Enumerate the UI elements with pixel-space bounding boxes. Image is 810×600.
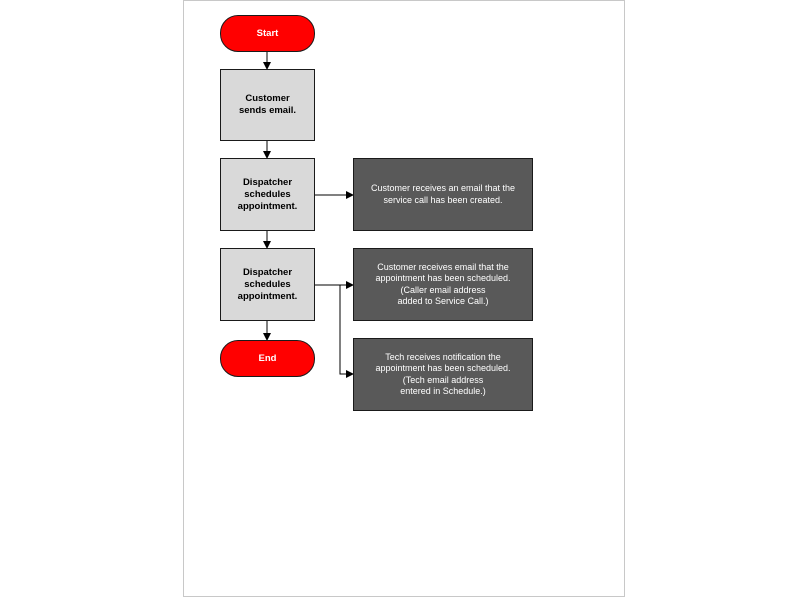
note-label: Tech receives notification the appointme… bbox=[375, 351, 511, 397]
start-label: Start bbox=[256, 27, 279, 39]
process-dispatcher-schedules-1: Dispatcher schedules appointment. bbox=[220, 158, 315, 231]
process-dispatcher-schedules-2: Dispatcher schedules appointment. bbox=[220, 248, 315, 321]
end-terminator: End bbox=[220, 340, 315, 377]
process-label: Customer sends email. bbox=[238, 93, 297, 116]
process-customer-sends-email: Customer sends email. bbox=[220, 69, 315, 141]
connector-step3-to-note3 bbox=[339, 285, 354, 378]
note-label: Customer receives an email that the serv… bbox=[370, 183, 516, 205]
process-label: Dispatcher schedules appointment. bbox=[237, 266, 298, 302]
end-label: End bbox=[258, 352, 277, 364]
note-service-call-created: Customer receives an email that the serv… bbox=[353, 158, 533, 231]
note-label: Customer receives email that the appoint… bbox=[375, 261, 511, 307]
start-terminator: Start bbox=[220, 15, 315, 52]
note-customer-appointment-scheduled: Customer receives email that the appoint… bbox=[353, 248, 533, 321]
process-label: Dispatcher schedules appointment. bbox=[237, 176, 298, 212]
note-tech-appointment-scheduled: Tech receives notification the appointme… bbox=[353, 338, 533, 411]
